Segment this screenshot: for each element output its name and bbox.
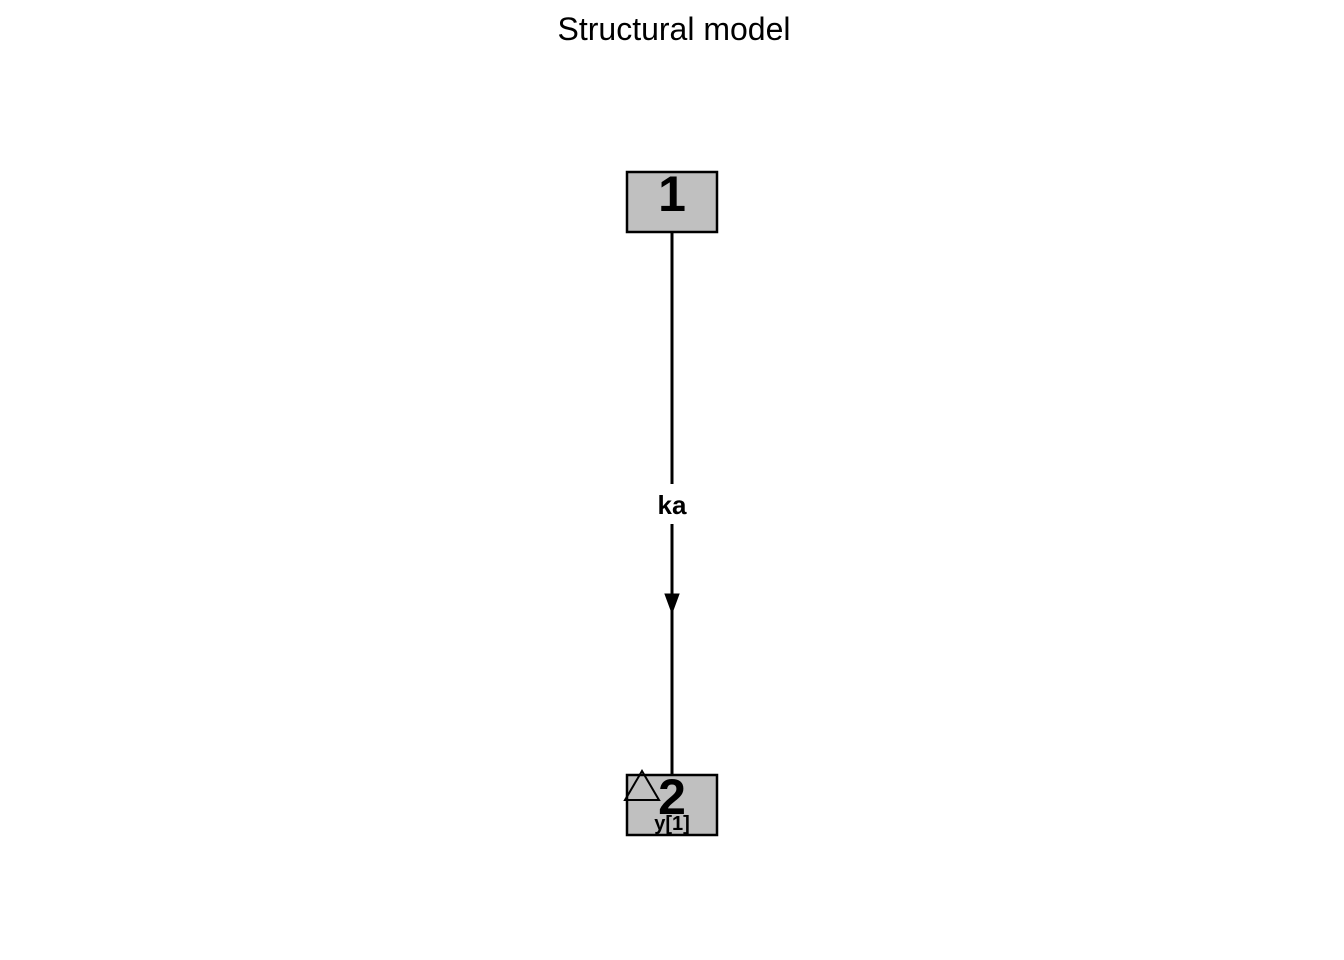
- arrow-head-icon: [664, 593, 680, 615]
- node-1-label: 1: [658, 166, 686, 222]
- node-2-sublabel: y[1]: [654, 813, 690, 835]
- node-1-box: [625, 170, 719, 234]
- diagram-title: Structural model: [558, 11, 791, 47]
- edge-1-to-2: ka: [658, 232, 687, 775]
- node-2: 2 y[1]: [623, 769, 719, 837]
- edge-label: ka: [658, 490, 687, 520]
- node-2-box: [625, 773, 719, 837]
- node-1: 1: [625, 166, 719, 234]
- node-2-label: 2: [658, 769, 686, 825]
- observation-triangle-icon: [623, 769, 661, 801]
